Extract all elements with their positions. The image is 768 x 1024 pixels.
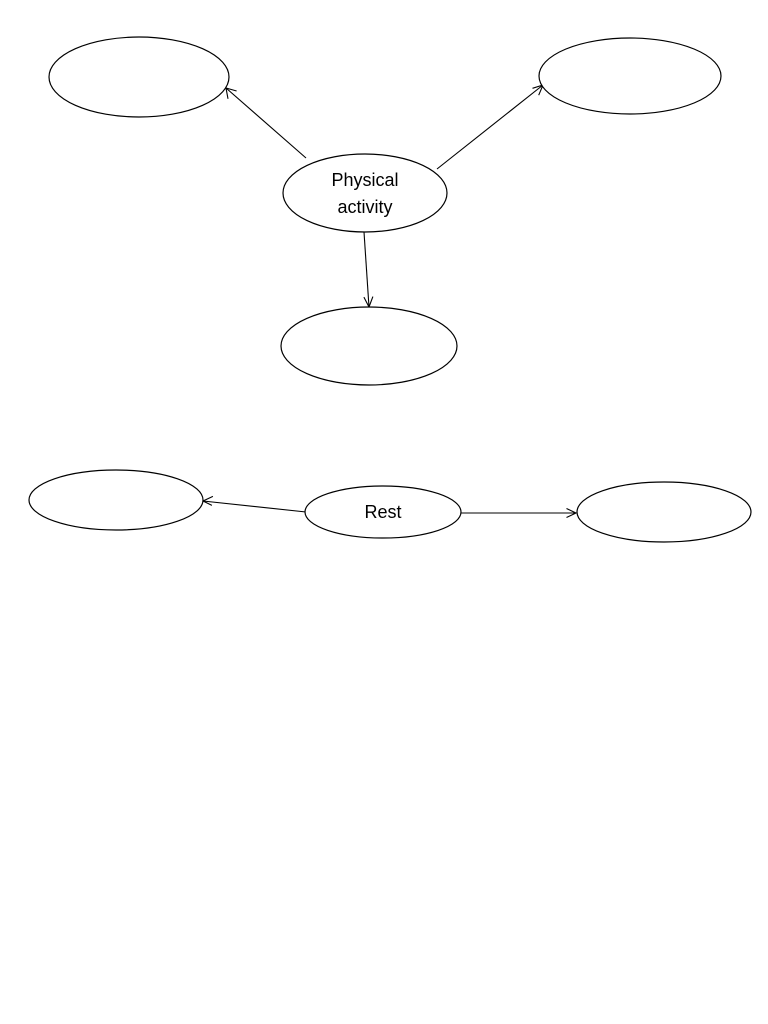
node-shape: [576, 481, 752, 543]
node-label-line-1: Physical: [331, 170, 398, 190]
node-shape: [282, 153, 448, 233]
node-pa-top-right: [538, 37, 722, 115]
node-pa-bottom: [280, 306, 458, 386]
nodes-layer: Physical activity Rest: [28, 36, 752, 543]
node-rest-left: [28, 469, 204, 531]
node-rest-right: [576, 481, 752, 543]
arrowhead: [566, 508, 578, 518]
node-shape: [28, 469, 204, 531]
node-label-line-1: Rest: [364, 502, 401, 522]
node-pa-top-left: [48, 36, 230, 118]
node-physical-activity: Physical activity: [282, 153, 448, 233]
node-label-line-2: activity: [337, 197, 392, 217]
node-shape: [48, 36, 230, 118]
edges-layer: [201, 84, 578, 518]
node-shape: [304, 485, 462, 539]
node-shape: [538, 37, 722, 115]
node-rest: Rest: [304, 485, 462, 539]
edge-rest-to-right: [461, 508, 578, 518]
node-shape: [280, 306, 458, 386]
